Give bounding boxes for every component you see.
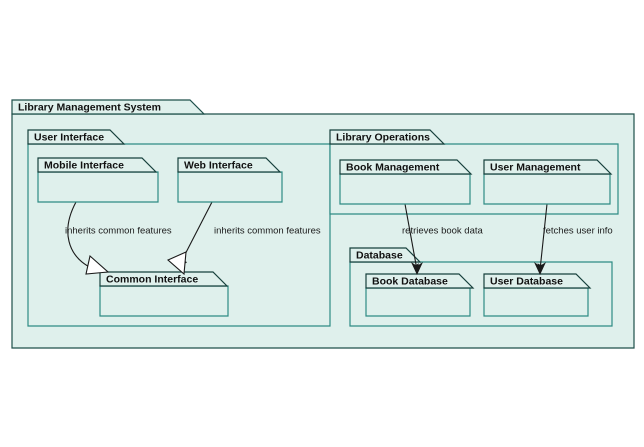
node-title-tab-book-database: [365, 273, 475, 289]
node-common-interface[interactable]: Common Interface: [99, 271, 229, 317]
database-package-tab: [349, 247, 422, 263]
node-label-user-database: User Database: [490, 275, 563, 287]
package-title-database: Database: [356, 249, 403, 261]
node-body-book-database: [365, 287, 471, 317]
edge-label-mobile-to-common: inherits common features: [65, 226, 172, 237]
arrowheads-overlay: [85, 251, 546, 276]
node-title-tab-common-interface: [99, 271, 229, 287]
edge-label-web-to-common: inherits common features: [214, 226, 321, 237]
node-title-tab-user-management: [483, 159, 613, 175]
node-label-user-management: User Management: [490, 161, 581, 173]
arrowhead-book-management-to-book-database: [411, 262, 423, 275]
node-title-tab-mobile-interface: [37, 157, 158, 173]
node-body-mobile-interface: [37, 171, 159, 203]
node-label-book-database: Book Database: [372, 275, 448, 287]
node-body-book-management: [339, 173, 471, 205]
node-body-common-interface: [99, 285, 229, 317]
node-label-common-interface: Common Interface: [106, 273, 198, 285]
arrowhead-user-management-to-user-database: [534, 262, 546, 275]
root-package-tab: [11, 99, 206, 115]
node-body-web-interface: [177, 171, 283, 203]
edge-book-management-to-book-database[interactable]: retrieves book data: [402, 203, 484, 271]
node-title-tab-book-management: [339, 159, 473, 175]
node-web-interface[interactable]: Web Interface: [177, 157, 283, 203]
nodes-layer: Mobile Interface Web Interface Common In…: [37, 157, 613, 317]
edge-path-user-management-to-user-database: [537, 203, 548, 271]
edge-label-user-management-to-user-database: fetches user info: [543, 226, 613, 237]
node-label-book-management: Book Management: [346, 161, 440, 173]
package-title-library-management-system: Library Management System: [18, 101, 161, 113]
edge-path-book-management-to-book-database: [404, 203, 420, 271]
arrowhead-mobile-to-common: [85, 254, 110, 275]
node-body-user-database: [483, 287, 589, 317]
node-book-database[interactable]: Book Database: [365, 273, 475, 317]
edge-user-management-to-user-database[interactable]: fetches user info: [537, 203, 613, 271]
library-operations-package-tab: [329, 129, 446, 145]
user-interface-package-tab: [27, 129, 126, 145]
node-label-web-interface: Web Interface: [184, 159, 253, 171]
node-title-tab-user-database: [483, 273, 592, 289]
node-user-management[interactable]: User Management: [483, 159, 613, 205]
node-body-user-management: [483, 173, 611, 205]
edge-label-book-management-to-book-database: retrieves book data: [402, 226, 484, 237]
package-title-user-interface: User Interface: [34, 131, 104, 143]
package-title-library-operations: Library Operations: [336, 131, 430, 143]
arrowhead-web-to-common: [166, 251, 187, 276]
node-book-management[interactable]: Book Management: [339, 159, 473, 205]
node-label-mobile-interface: Mobile Interface: [44, 159, 124, 171]
node-mobile-interface[interactable]: Mobile Interface: [37, 157, 159, 203]
node-title-tab-web-interface: [177, 157, 282, 173]
node-user-database[interactable]: User Database: [483, 273, 592, 317]
